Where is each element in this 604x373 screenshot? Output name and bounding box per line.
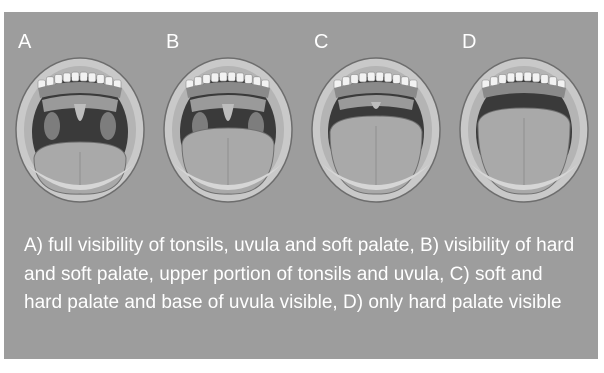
mouth-illustration-c <box>308 46 444 208</box>
tooth <box>359 73 366 82</box>
tooth <box>342 77 349 86</box>
tooth <box>532 73 539 82</box>
tooth <box>203 74 210 83</box>
tooth <box>55 74 62 83</box>
stage-a: A <box>4 12 152 217</box>
tooth <box>499 74 506 83</box>
tooth <box>490 77 497 86</box>
stage-b: B <box>152 12 300 217</box>
tooth <box>211 73 218 82</box>
mouth-illustration-b <box>160 46 296 208</box>
tooth <box>236 73 243 82</box>
stage-c: C <box>300 12 448 217</box>
tooth <box>72 72 79 81</box>
stage-d: D <box>448 12 596 217</box>
tooth <box>46 77 53 86</box>
mouth-illustration-a <box>12 46 148 208</box>
tooth <box>541 74 548 83</box>
tooth <box>245 74 252 83</box>
tooth <box>97 74 104 83</box>
tooth <box>351 74 358 83</box>
tooth <box>80 72 87 81</box>
tooth <box>63 73 70 82</box>
tooth <box>368 72 375 81</box>
tooth <box>376 72 383 81</box>
tooth <box>88 73 95 82</box>
tooth <box>220 72 227 81</box>
tooth <box>393 74 400 83</box>
tooth <box>228 72 235 81</box>
tooth <box>507 73 514 82</box>
tooth <box>516 72 523 81</box>
figure-caption: A) full visibility of tonsils, uvula and… <box>24 232 584 318</box>
tooth <box>524 72 531 81</box>
tooth <box>194 77 201 86</box>
figure-panel: A B C D A) full visibility of tonsils, u… <box>4 12 598 359</box>
tonsil-right <box>100 112 116 140</box>
mouth-illustration-d <box>456 46 592 208</box>
tonsil-left <box>44 112 60 140</box>
tooth <box>384 73 391 82</box>
